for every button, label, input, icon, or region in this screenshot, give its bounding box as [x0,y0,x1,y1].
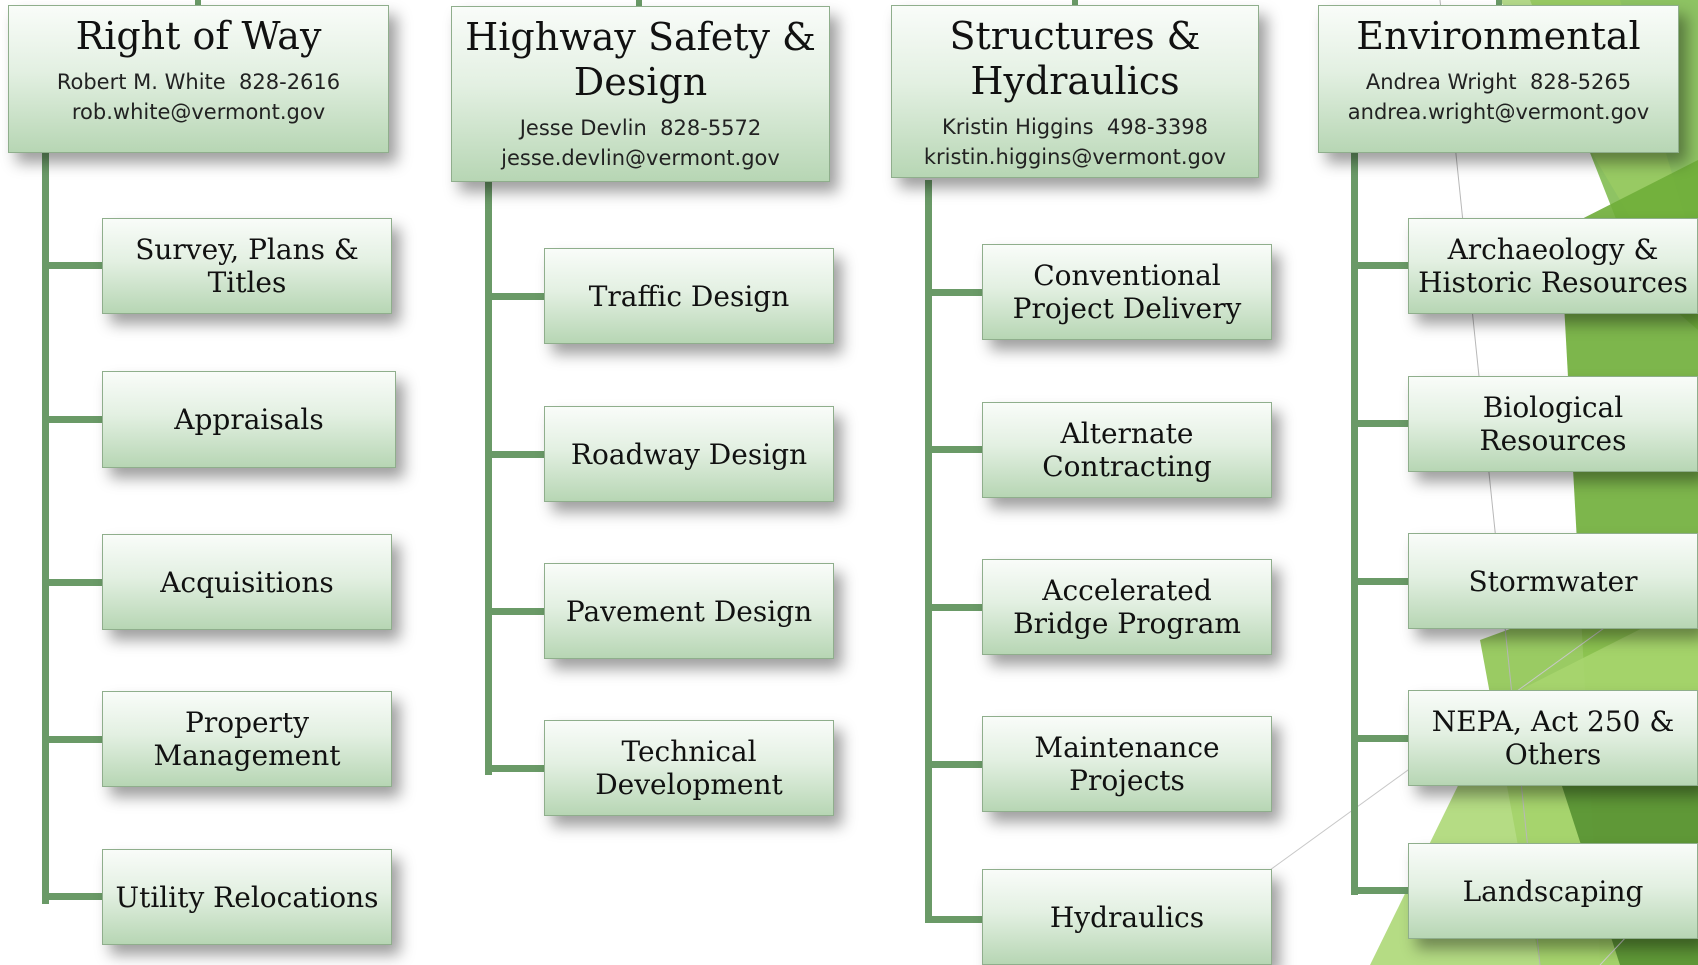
connector-branch [42,736,102,743]
section-box: Accelerated Bridge Program [982,559,1272,655]
contact-info: Andrea Wright 828-5265 andrea.wright@ver… [1348,67,1649,127]
connector-branch [925,761,985,768]
section-label: Utility Relocations [115,880,379,914]
section-label: Pavement Design [565,594,813,628]
section-box: Stormwater [1408,533,1698,629]
section-label: Maintenance Projects [1034,731,1220,797]
section-label: Roadway Design [570,437,808,471]
dept-box-right-of-way: Right of Way Robert M. White 828-2616 ro… [8,5,389,153]
connector-trunk [42,152,49,904]
section-box: Archaeology & Historic Resources [1408,218,1698,314]
contact-email: kristin.higgins@vermont.gov [923,145,1227,169]
connector-branch [485,608,545,615]
section-box: Traffic Design [544,248,834,344]
connector-branch [1351,262,1411,269]
connector-branch [925,289,985,296]
dept-box-structures-hydraulics: Structures & Hydraulics Kristin Higgins … [891,5,1259,178]
contact-email: rob.white@vermont.gov [71,100,326,124]
section-box: Survey, Plans & Titles [102,218,392,314]
section-box: Technical Development [544,720,834,816]
section-label: Alternate Contracting [1042,417,1212,483]
section-box: NEPA, Act 250 & Others [1408,690,1698,786]
connector-branch [1351,420,1411,427]
section-box: Maintenance Projects [982,716,1272,812]
dept-title: Structures & Hydraulics [949,14,1201,103]
section-box: Roadway Design [544,406,834,502]
connector-branch [485,451,545,458]
section-label: Accelerated Bridge Program [1013,574,1241,640]
connector-trunk [925,180,932,923]
contact-name-phone: Jesse Devlin 828-5572 [519,116,762,140]
dept-title: Environmental [1356,14,1641,58]
dept-title: Right of Way [75,14,322,58]
connector-branch [1351,578,1411,585]
section-label: Landscaping [1462,874,1644,908]
contact-info: Kristin Higgins 498-3398 kristin.higgins… [924,112,1226,172]
section-box: Pavement Design [544,563,834,659]
section-label: Survey, Plans & Titles [135,233,359,299]
section-label: Appraisals [174,403,324,436]
connector-trunk [485,182,492,775]
contact-name-phone: Robert M. White 828-2616 [56,70,341,94]
section-box: Property Management [102,691,392,787]
contact-info: Jesse Devlin 828-5572 jesse.devlin@vermo… [501,113,780,173]
section-box: Landscaping [1408,843,1698,939]
section-label: Biological Resources [1479,391,1627,457]
connector-branch [42,416,102,423]
connector-branch [485,293,545,300]
section-label: Conventional Project Delivery [1012,259,1242,325]
section-box: Appraisals [102,371,396,468]
dept-box-highway-safety-design: Highway Safety & Design Jesse Devlin 828… [451,6,830,182]
section-label: Archaeology & Historic Resources [1418,233,1688,299]
connector-branch [1351,735,1411,742]
contact-name-phone: Kristin Higgins 498-3398 [941,115,1209,139]
contact-info: Robert M. White 828-2616 rob.white@vermo… [57,67,340,127]
section-box: Biological Resources [1408,376,1698,472]
section-label: NEPA, Act 250 & Others [1431,705,1675,771]
section-label: Property Management [153,706,341,772]
connector-branch [1351,887,1411,894]
section-box: Hydraulics [982,869,1272,965]
section-label: Hydraulics [1049,900,1205,934]
connector-trunk [1351,152,1358,895]
section-box: Acquisitions [102,534,392,630]
contact-email: jesse.devlin@vermont.gov [501,146,780,170]
connector-branch [42,262,102,269]
contact-name-phone: Andrea Wright 828-5265 [1365,70,1632,94]
connector-branch [485,765,545,772]
dept-title: Highway Safety & Design [465,15,816,104]
connector-branch [42,893,102,900]
section-box: Alternate Contracting [982,402,1272,498]
section-box: Utility Relocations [102,849,392,945]
connector-branch [925,446,985,453]
section-box: Conventional Project Delivery [982,244,1272,340]
section-label: Technical Development [595,735,783,801]
connector-branch [925,604,985,611]
section-label: Stormwater [1468,564,1638,598]
dept-box-environmental: Environmental Andrea Wright 828-5265 and… [1318,5,1679,153]
contact-email: andrea.wright@vermont.gov [1347,100,1650,124]
connector-branch [925,916,985,923]
section-label: Acquisitions [160,565,334,599]
section-label: Traffic Design [588,279,790,313]
connector-branch [42,579,102,586]
